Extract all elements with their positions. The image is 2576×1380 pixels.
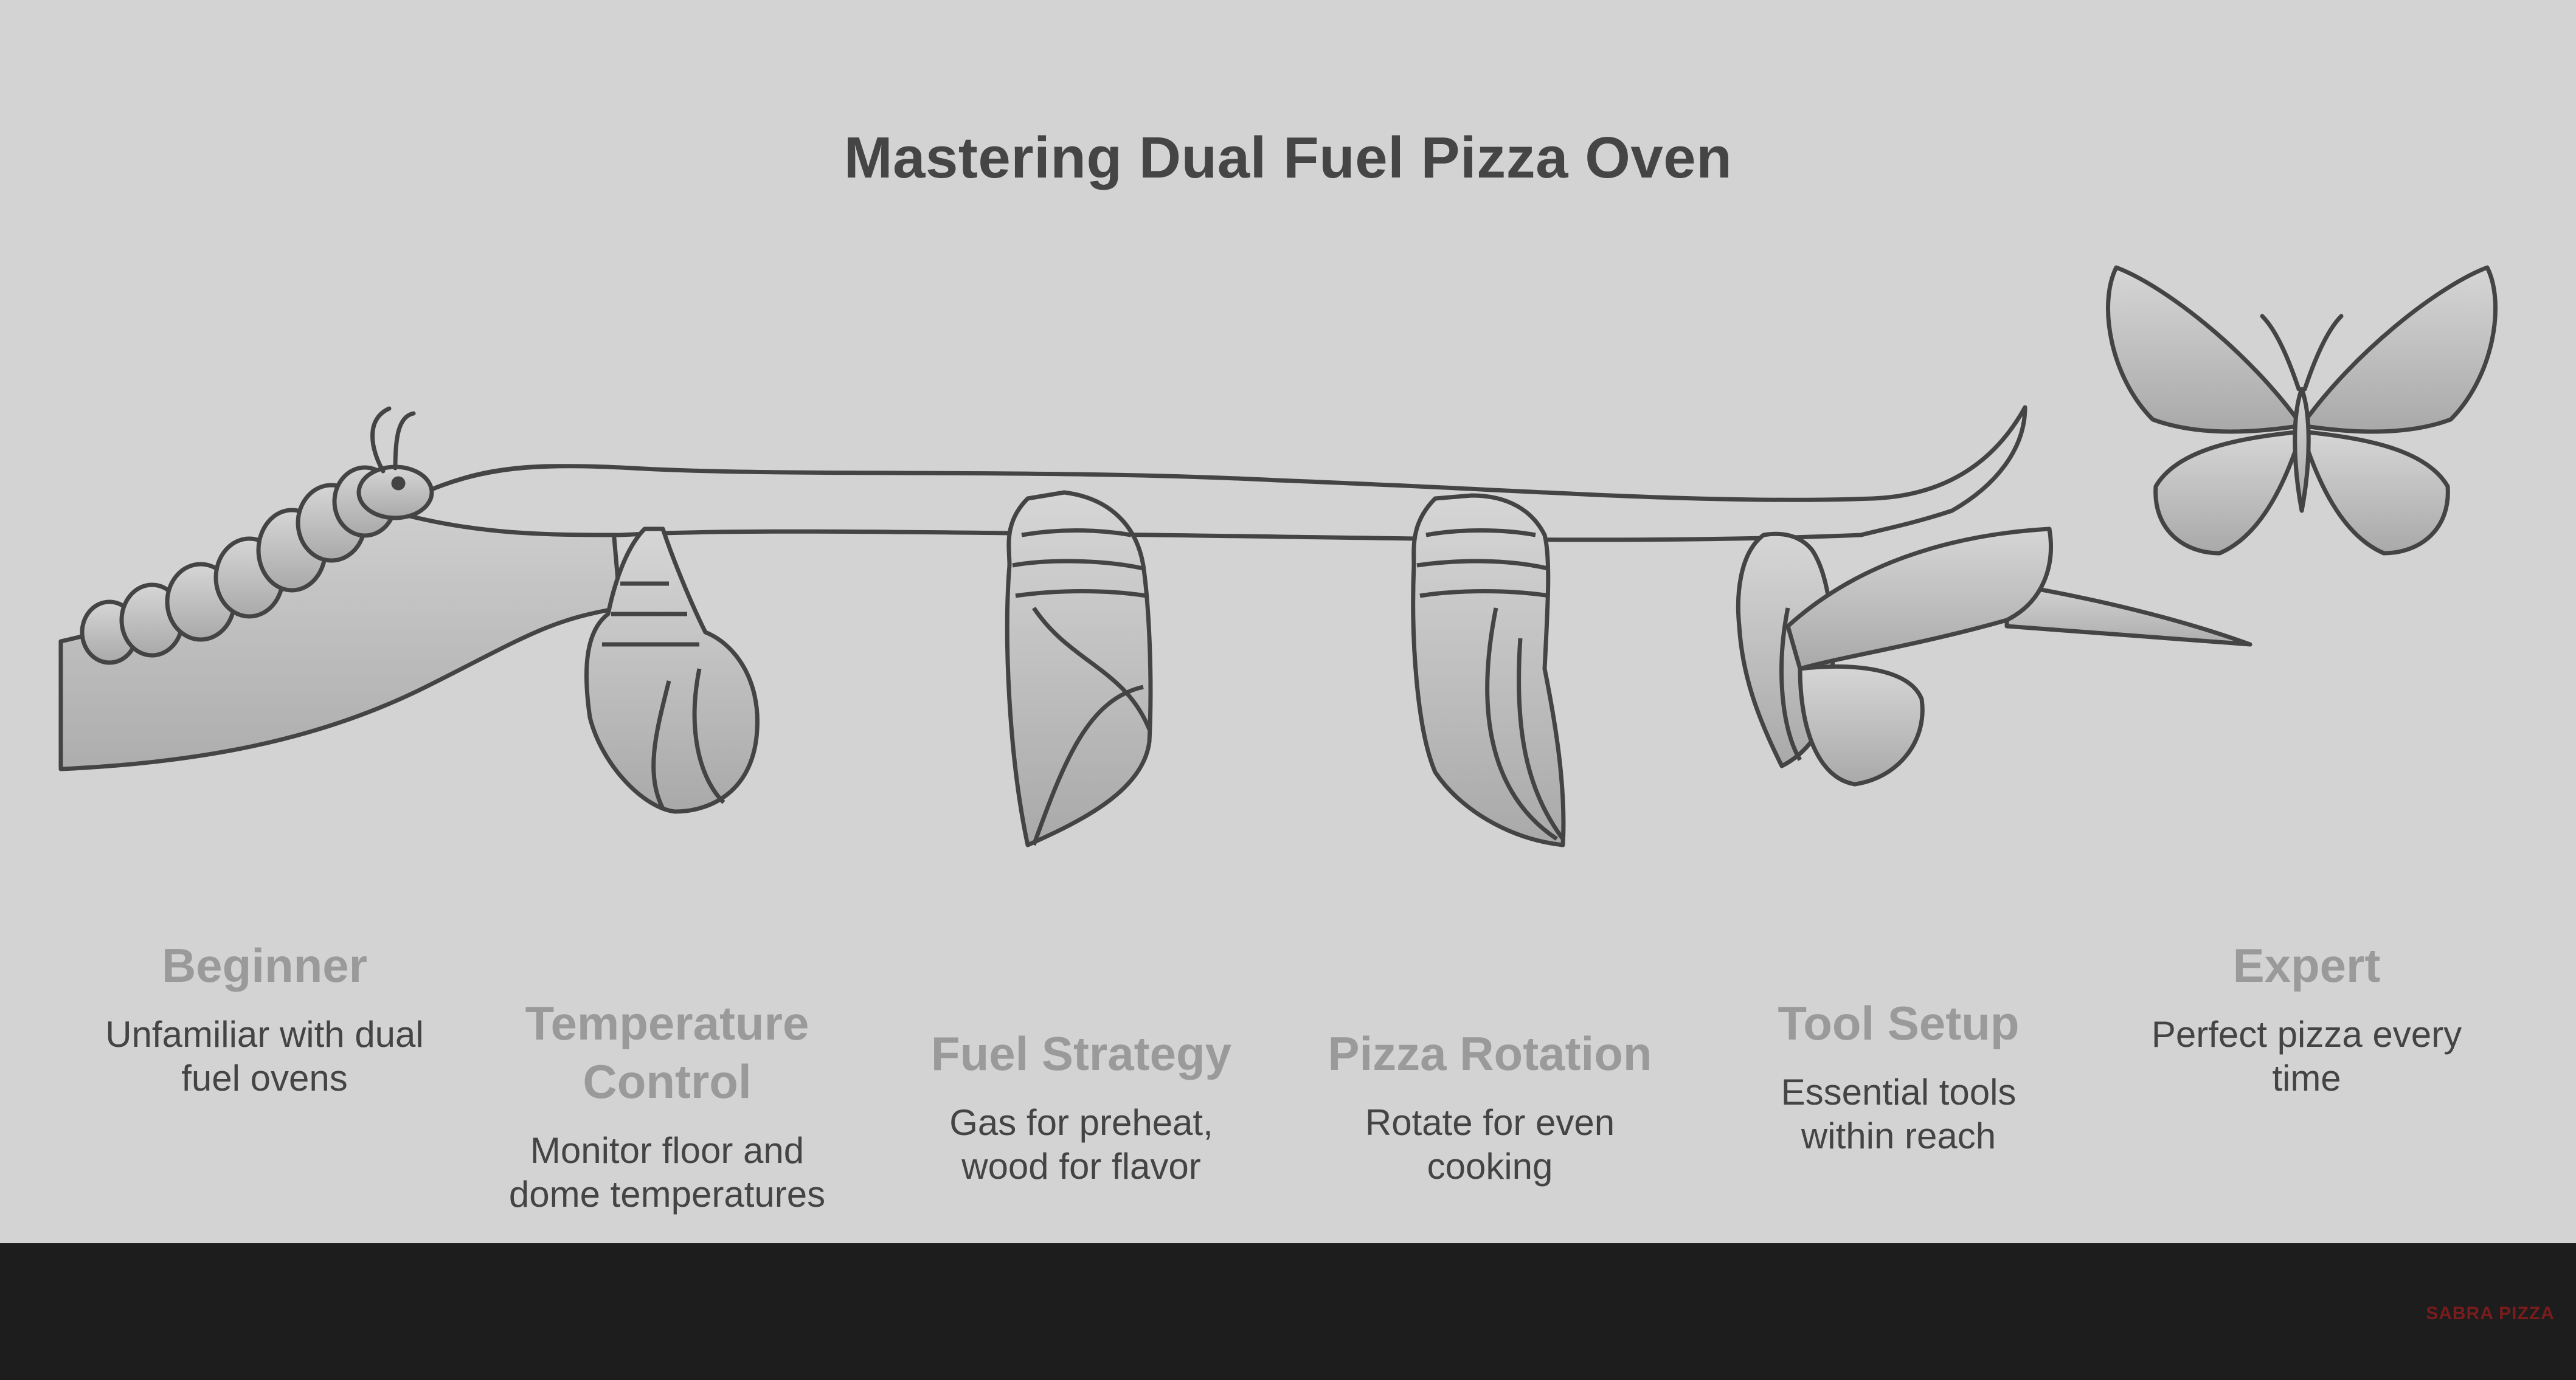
stage-title: Temperature Control: [454, 994, 880, 1111]
stage-beginner: Beginner Unfamiliar with dual fuel ovens: [52, 936, 477, 1100]
stage-description: Monitor floor and dome temperatures: [454, 1129, 880, 1216]
stage-description-line: cooking: [1427, 1146, 1553, 1187]
caterpillar-icon: [80, 406, 434, 665]
page-title: Mastering Dual Fuel Pizza Oven: [843, 125, 1733, 190]
stage-title-line: Tool Setup: [1778, 996, 2020, 1050]
branch-icon: [58, 405, 2252, 771]
stage-title: Expert: [2094, 936, 2519, 995]
footer-bar: [0, 1243, 2576, 1350]
stage-description-line: Essential tools: [1781, 1072, 2017, 1113]
stage-description-line: Unfamiliar with dual: [105, 1014, 424, 1055]
stage-description-line: Perfect pizza every: [2151, 1014, 2462, 1055]
stage-description-line: Gas for preheat,: [949, 1102, 1213, 1143]
stage-description: Essential tools within reach: [1686, 1071, 2111, 1158]
early-chrysalis-icon: [584, 526, 760, 814]
stage-description: Rotate for even cooking: [1277, 1101, 1703, 1189]
stage-expert: Expert Perfect pizza every time: [2094, 936, 2519, 1100]
stage-title-line: Beginner: [161, 939, 368, 992]
stage-title-line: Expert: [2232, 939, 2381, 992]
stage-description-line: Rotate for even: [1365, 1102, 1615, 1143]
stage-fuel-strategy: Fuel Strategy Gas for preheat, wood for …: [868, 1024, 1294, 1189]
emerging-butterfly-icon: [1736, 526, 2053, 787]
metamorphosis-illustration: [58, 265, 2498, 847]
stage-description-line: within reach: [1801, 1116, 1996, 1156]
infographic-canvas: Mastering Dual Fuel Pizza Oven Beginner …: [0, 0, 2576, 1350]
stage-title: Fuel Strategy: [868, 1024, 1294, 1083]
stage-description-line: dome temperatures: [508, 1174, 826, 1215]
late-chrysalis-icon: [1411, 493, 1566, 847]
stage-description-line: time: [2272, 1058, 2341, 1099]
stage-title-line: Pizza Rotation: [1328, 1027, 1652, 1080]
stage-description-line: fuel ovens: [181, 1058, 348, 1099]
stage-description: Perfect pizza every time: [2094, 1013, 2519, 1100]
stage-description-line: wood for flavor: [961, 1146, 1201, 1187]
stage-description: Gas for preheat, wood for flavor: [868, 1101, 1294, 1189]
stage-title: Pizza Rotation: [1277, 1024, 1703, 1083]
stage-title-line: Control: [583, 1055, 752, 1108]
butterfly-icon: [2106, 265, 2498, 556]
stage-title: Beginner: [52, 936, 477, 995]
brand-logo: SABRA PIZZA: [2420, 1301, 2560, 1380]
stage-tool-setup: Tool Setup Essential tools within reach: [1686, 994, 2111, 1158]
brand-logo-text: SABRA PIZZA: [2426, 1303, 2555, 1323]
stage-pizza-rotation: Pizza Rotation Rotate for even cooking: [1277, 1024, 1703, 1189]
stage-title-line: Temperature: [525, 996, 809, 1050]
stage-title: Tool Setup: [1686, 994, 2111, 1052]
stage-description-line: Monitor floor and: [530, 1130, 805, 1171]
chrysalis-icon: [1005, 490, 1153, 847]
stage-title-line: Fuel Strategy: [930, 1027, 1232, 1080]
stage-temperature-control: Temperature Control Monitor floor and do…: [454, 994, 880, 1216]
stage-description: Unfamiliar with dual fuel ovens: [52, 1013, 477, 1100]
